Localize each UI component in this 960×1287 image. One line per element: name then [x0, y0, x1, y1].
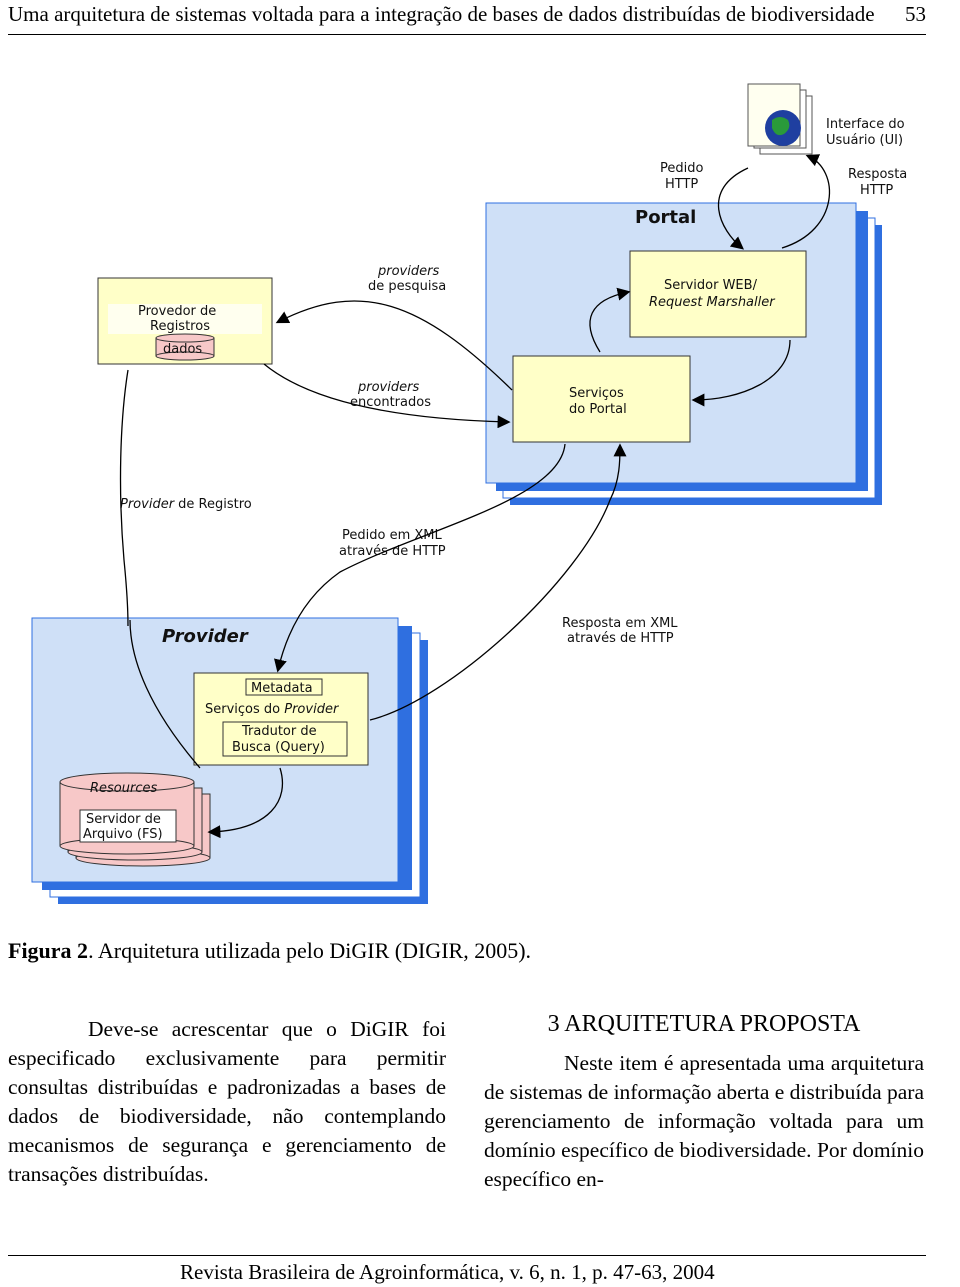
- provedor-label-1: Provedor de: [138, 304, 216, 319]
- ui-label-1: Interface do: [826, 117, 905, 132]
- resources-label: Resources: [90, 781, 157, 796]
- servidor-arquivo-label-1: Servidor de: [86, 812, 161, 827]
- diagram-arrows: [119, 154, 830, 839]
- dados-label: dados: [163, 342, 202, 357]
- pedido-xml-label-1: Pedido em XML: [342, 528, 442, 543]
- tradutor-box: [222, 721, 348, 757]
- pedido-xml-label-2: através de HTTP: [339, 544, 446, 559]
- footer-citation: Revista Brasileira de Agroinformática, v…: [180, 1260, 715, 1284]
- tradutor-label-1: Tradutor de: [241, 724, 317, 739]
- dados-cylinder: [155, 333, 215, 361]
- servidor-arquivo-label-2: Arquivo (FS): [83, 827, 163, 842]
- running-header: Uma arquitetura de sistemas voltada para…: [8, 0, 926, 35]
- section-title: 3 ARQUITETURA PROPOSTA: [547, 1011, 861, 1037]
- providers-encontrados-label-1: providers: [357, 380, 419, 395]
- caption-text: . Arquitetura utilizada pelo DiGIR (DIGI…: [88, 938, 532, 963]
- portal-panel: [485, 202, 882, 505]
- provider-de-registro-label: Provider de Registro: [120, 497, 252, 512]
- resposta-http-label-1: Resposta: [848, 167, 907, 182]
- architecture-figure: Interface do Usuário (UI) Pedido HTTP Re…: [0, 60, 960, 920]
- ui-document-icon: [747, 83, 813, 155]
- caption-label: Figura 2: [8, 938, 89, 963]
- footer-rule: [8, 1255, 926, 1256]
- servidor-web-box: [629, 250, 807, 338]
- servicos-portal-box: [512, 355, 691, 443]
- ui-label-2: Usuário (UI): [826, 133, 903, 148]
- resources-cylinder: [59, 772, 211, 867]
- tradutor-label-2: Busca (Query): [232, 740, 325, 755]
- section-paragraph: Neste item é apresentada uma arquitetura…: [484, 1051, 924, 1191]
- servicos-portal-label-1: Serviços: [569, 386, 624, 401]
- resposta-xml-label-2: através de HTTP: [567, 631, 674, 646]
- servidor-web-label: Servidor WEB/: [664, 278, 758, 293]
- resposta-http-label-2: HTTP: [860, 183, 893, 198]
- page-number: 53: [905, 2, 926, 26]
- right-column: 3 ARQUITETURA PROPOSTA Neste item é apre…: [484, 1010, 924, 1194]
- servicos-portal-label-2: do Portal: [569, 402, 627, 417]
- providers-pesquisa-label-2: de pesquisa: [368, 279, 446, 294]
- header-title: Uma arquitetura de sistemas voltada para…: [8, 2, 875, 26]
- left-paragraph: Deve-se acrescentar que o DiGIR foi espe…: [8, 1017, 446, 1186]
- servicos-provider-label: Serviços do Provider: [205, 702, 340, 717]
- resposta-xml-label-1: Resposta em XML: [562, 616, 678, 631]
- pedido-http-label-2: HTTP: [665, 177, 698, 192]
- providers-pesquisa-label-1: providers: [377, 264, 439, 279]
- metadata-label: Metadata: [251, 681, 313, 696]
- provider-title: Provider: [162, 626, 249, 647]
- portal-title: Portal: [635, 207, 696, 228]
- provedor-label-2: Registros: [150, 319, 210, 334]
- request-marshaller-label: Request Marshaller: [649, 295, 776, 310]
- providers-encontrados-label-2: encontrados: [350, 395, 431, 410]
- metadata-box: [245, 678, 323, 696]
- pedido-http-label-1: Pedido: [660, 161, 703, 176]
- figure-caption: Figura 2. Arquitetura utilizada pelo DiG…: [8, 938, 531, 964]
- left-column: Deve-se acrescentar que o DiGIR foi espe…: [8, 1015, 446, 1189]
